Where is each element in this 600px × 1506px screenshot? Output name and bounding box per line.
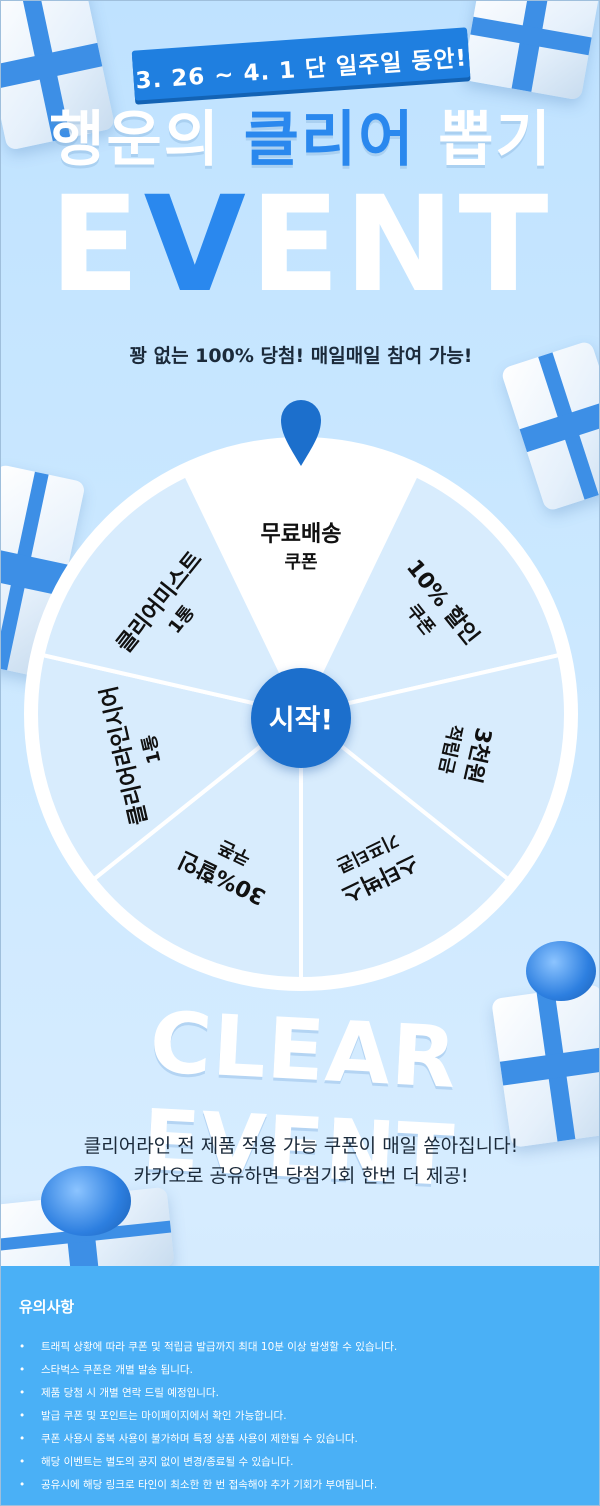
- ribbon-bow-icon: [526, 941, 596, 1001]
- event-period-text: 3. 26 ~ 4. 1 단 일주일 동안!: [134, 45, 469, 95]
- description-line: 클리어라인 전 제품 적용 가능 쿠폰이 매일 쏟아집니다!: [83, 1135, 519, 1157]
- notice-list: 트래픽 상황에 따라 쿠폰 및 적립금 발급까지 최대 10분 이상 발생할 수…: [19, 1336, 397, 1497]
- title-part: 뽑기: [415, 105, 553, 175]
- notice-item: 제품 당첨 시 개별 연락 드릴 예정입니다.: [19, 1382, 397, 1405]
- notice-item: 트래픽 상황에 따라 쿠폰 및 적립금 발급까지 최대 10분 이상 발생할 수…: [19, 1336, 397, 1359]
- title-part: 행운의: [49, 105, 244, 175]
- notice-item: 공유시에 해당 링크로 타인이 최소한 한 번 접속해야 추가 기회가 부여됩니…: [19, 1474, 397, 1497]
- notice-item: 쿠폰 사용시 중복 사용이 불가하며 특정 상품 사용이 제한될 수 있습니다.: [19, 1428, 397, 1451]
- notice-item: 스타벅스 쿠폰은 개별 발송 됩니다.: [19, 1359, 397, 1382]
- event-description: 클리어라인 전 제품 적용 가능 쿠폰이 매일 쏟아집니다! 카카오로 공유하면…: [1, 1131, 599, 1191]
- slice-label-line: 쿠폰: [284, 552, 318, 573]
- event-heading: EVENT: [1, 179, 599, 311]
- event-letter-highlight: V: [143, 168, 250, 322]
- event-subtitle: 꽝 없는 100% 당첨! 매일매일 참여 가능!: [129, 345, 473, 367]
- page-title: 행운의 클리어 뽑기: [1, 91, 599, 178]
- notice-item: 해당 이벤트는 별도의 공지 없이 변경/종료될 수 있습니다.: [19, 1451, 397, 1474]
- gift-box-icon: [462, 1, 599, 101]
- event-period-banner: 3. 26 ~ 4. 1 단 일주일 동안!: [131, 27, 471, 101]
- event-letter: E: [49, 168, 144, 322]
- event-letters: ENT: [249, 168, 553, 322]
- map-pin-icon: [281, 400, 321, 466]
- description-line: 카카오로 공유하면 당첨기회 한번 더 제공!: [133, 1165, 469, 1187]
- ribbon-bow-icon: [41, 1166, 131, 1236]
- notice-item: 발급 쿠폰 및 포인트는 마이페이지에서 확인 가능합니다.: [19, 1405, 397, 1428]
- notice-title: 유의사항: [19, 1298, 75, 1316]
- slice-label-line: 무료배송: [260, 522, 342, 547]
- start-button[interactable]: 시작!: [251, 668, 351, 768]
- title-highlight: 클리어: [243, 105, 416, 175]
- notice-section: 유의사항 트래픽 상황에 따라 쿠폰 및 적립금 발급까지 최대 10분 이상 …: [1, 1266, 599, 1505]
